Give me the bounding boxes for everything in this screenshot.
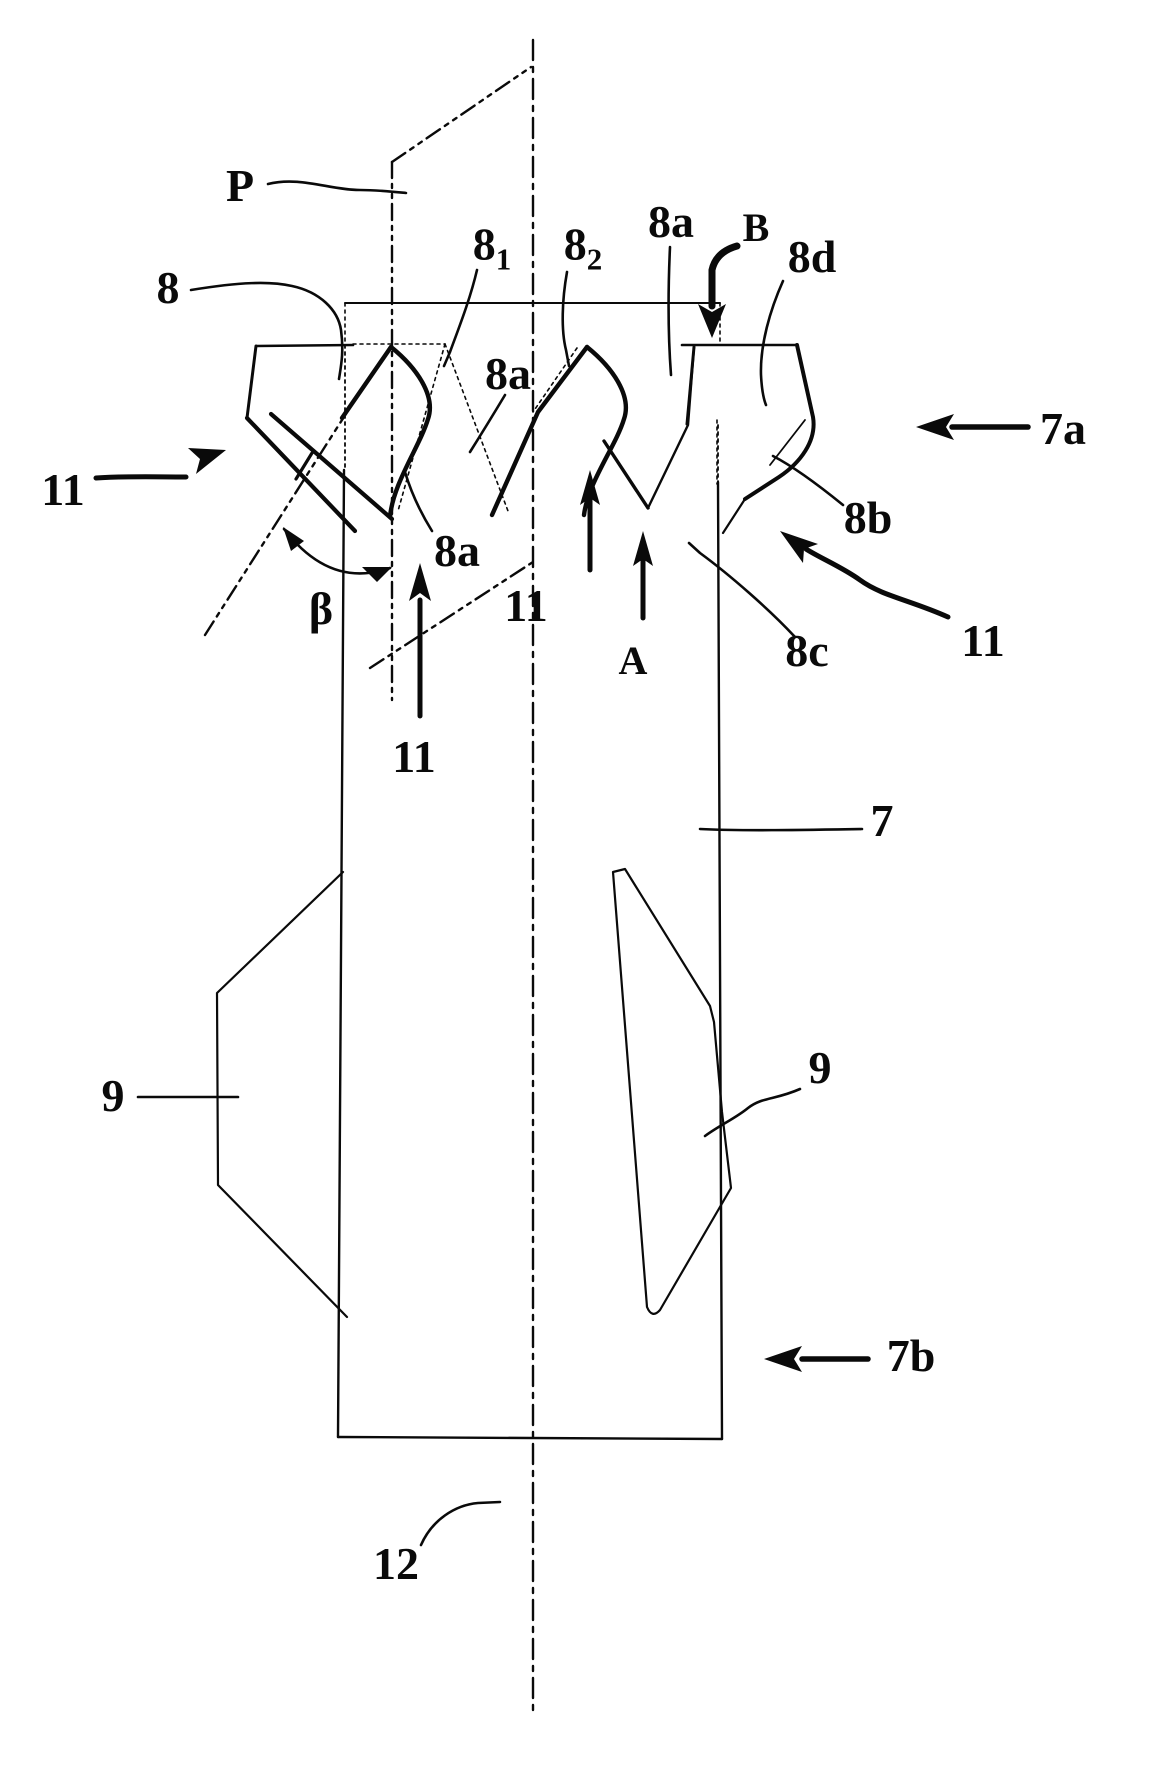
label-11-mid: 11: [504, 580, 548, 631]
label-7b: 7b: [886, 1330, 936, 1381]
label-beta: β: [308, 583, 334, 634]
label-12: 12: [373, 1538, 419, 1589]
section-plane-p-lines: [368, 65, 535, 702]
arrow-a: [633, 531, 653, 621]
beta-angle-arc: [282, 527, 392, 582]
label-8: 8: [156, 262, 180, 313]
label-8a-mid: 8a: [485, 348, 531, 399]
label-8d: 8d: [787, 231, 837, 282]
arrow-7b: [764, 1346, 871, 1372]
tool-body-outline: [336, 344, 724, 1441]
label-b: B: [742, 205, 770, 250]
label-9-right: 9: [808, 1042, 832, 1093]
arrow-11-right: [780, 531, 951, 620]
leader-lines: [136, 180, 864, 1547]
left-opening-9: [215, 870, 349, 1319]
teeth-front-profile: [244, 343, 816, 535]
label-8-2: 82: [563, 218, 603, 277]
label-plane-p: P: [225, 160, 255, 211]
label-11-bottom: 11: [392, 731, 436, 782]
label-11-right: 11: [961, 615, 1005, 666]
label-7: 7: [870, 795, 894, 846]
label-9-left: 9: [101, 1070, 125, 1121]
label-7a: 7a: [1040, 403, 1086, 454]
label-a: A: [618, 638, 648, 683]
label-11-left: 11: [41, 464, 85, 515]
arrow-7a: [916, 414, 1031, 440]
label-8-1: 81: [472, 218, 512, 277]
teeth-back-profile: [344, 302, 721, 512]
label-8a-top: 8a: [648, 196, 694, 247]
arrow-b: [698, 242, 741, 338]
arrow-11-bottom: [409, 563, 431, 719]
label-8c: 8c: [785, 625, 829, 676]
beta-reference-line: [203, 396, 358, 637]
label-8b: 8b: [843, 492, 893, 543]
label-8a-low: 8a: [434, 525, 480, 576]
arrow-11-left: [93, 448, 226, 481]
arrow-11-mid: [580, 470, 600, 573]
right-opening-9: [611, 867, 733, 1315]
